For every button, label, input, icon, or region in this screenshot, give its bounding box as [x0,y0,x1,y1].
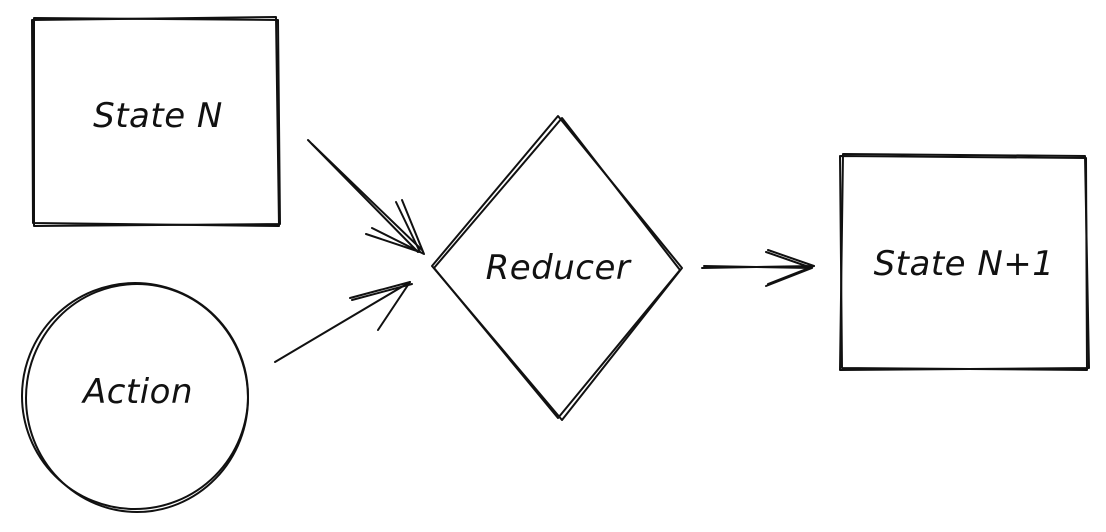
reducer-label: Reducer [485,248,631,288]
state-n1-label: State N+1 [873,244,1055,284]
arrow-reducer-to-state-n1 [701,249,815,287]
state-n-label: State N [93,96,223,136]
arrow-state-n-to-reducer [307,139,425,255]
action-label: Action [82,372,194,412]
arrow-action-to-reducer [274,281,413,363]
